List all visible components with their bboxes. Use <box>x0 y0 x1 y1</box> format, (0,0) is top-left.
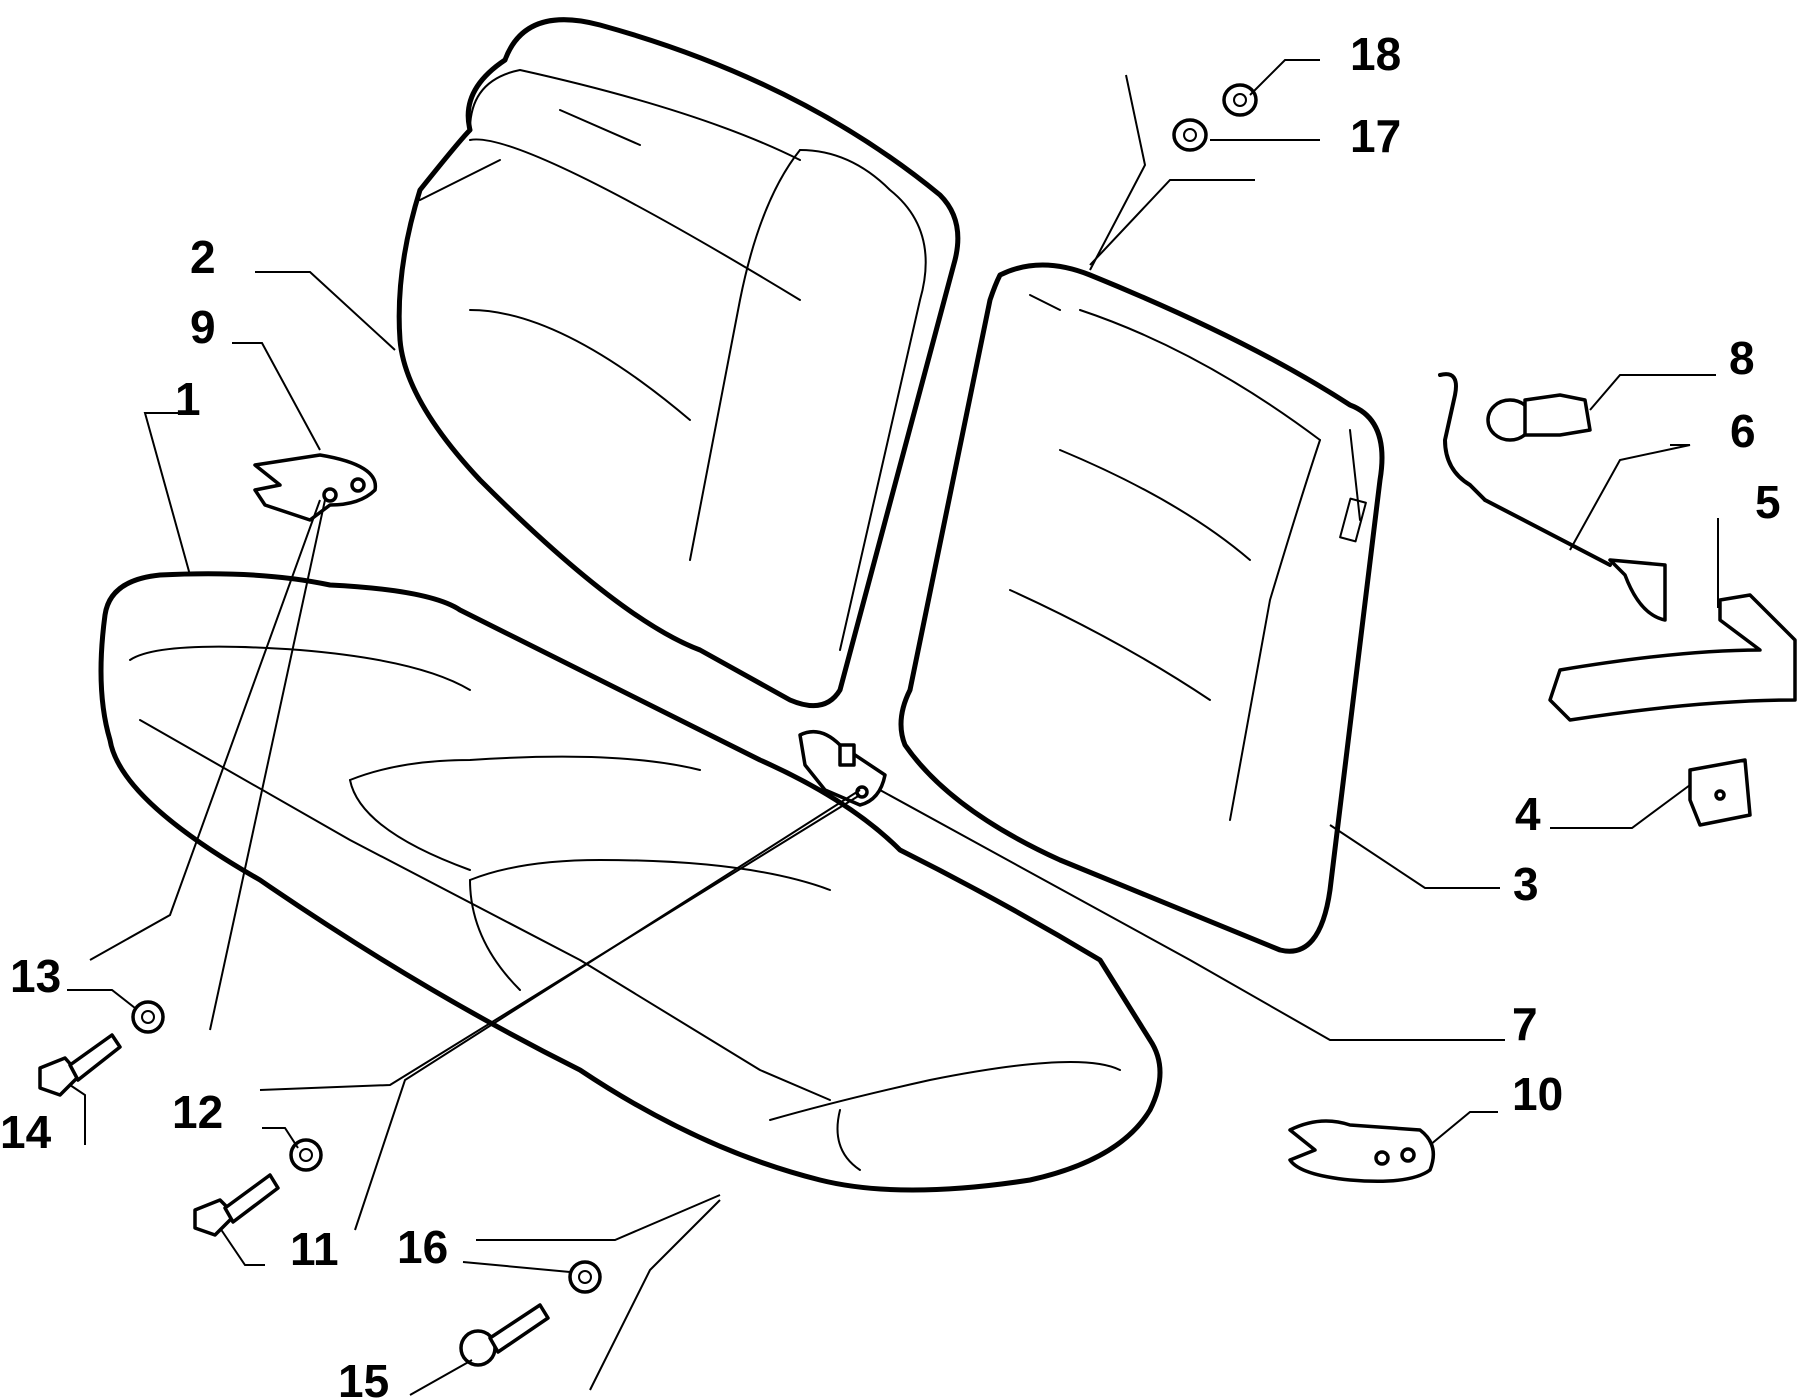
callout-18: 18 <box>1350 28 1401 80</box>
washer-part-17 <box>1172 118 1208 152</box>
clip-part-4 <box>1688 758 1752 827</box>
washer-part-16 <box>568 1260 602 1294</box>
strap-part-5 <box>1548 593 1797 722</box>
bolt-part-11 <box>193 1173 280 1237</box>
bracket-part-10 <box>1288 1119 1436 1183</box>
washer-part-18 <box>1222 83 1258 117</box>
left-backrest <box>396 17 961 709</box>
callout-labels: 1 2 3 4 5 6 7 8 9 10 11 12 13 14 15 16 1… <box>0 28 1781 1400</box>
washer-part-13 <box>131 1000 165 1034</box>
screw-part-15 <box>459 1303 550 1367</box>
seat-cushion <box>98 571 1163 1193</box>
callout-14: 14 <box>0 1106 52 1158</box>
callout-7: 7 <box>1512 998 1538 1050</box>
cable-part-6 <box>1438 372 1667 622</box>
leader-lines <box>67 59 1719 1396</box>
bracket-part-9 <box>253 453 378 522</box>
plug-part-8 <box>1486 393 1592 442</box>
callout-10: 10 <box>1512 1068 1563 1120</box>
right-backrest <box>898 262 1385 954</box>
callout-5: 5 <box>1755 476 1781 528</box>
callout-15: 15 <box>338 1355 389 1400</box>
callout-12: 12 <box>172 1086 223 1138</box>
callout-17: 17 <box>1350 110 1401 162</box>
bolt-part-14 <box>38 1033 122 1097</box>
callout-11: 11 <box>290 1223 339 1275</box>
callout-1: 1 <box>175 373 201 425</box>
callout-6: 6 <box>1730 405 1756 457</box>
callout-9: 9 <box>190 301 216 353</box>
callout-4: 4 <box>1515 788 1541 840</box>
callout-8: 8 <box>1729 332 1755 384</box>
callout-3: 3 <box>1513 858 1539 910</box>
callout-2: 2 <box>190 231 216 283</box>
callout-13: 13 <box>10 950 61 1002</box>
callout-16: 16 <box>397 1221 448 1273</box>
